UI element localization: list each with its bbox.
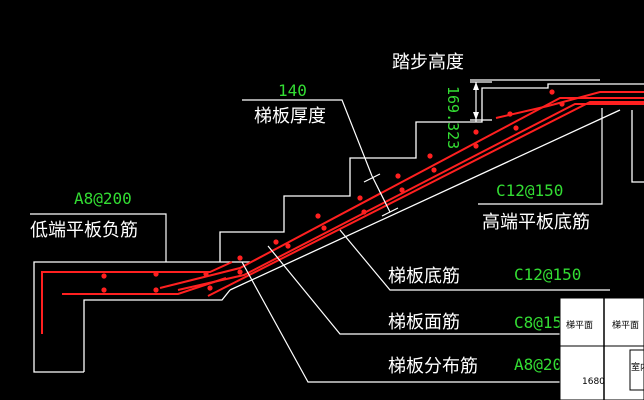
high-landing-bottom-rebar: [495, 91, 644, 119]
code-slab-dist: A8@20: [514, 355, 562, 374]
code-low-neg: A8@200: [74, 189, 132, 208]
low-landing-bottom-rebar: [62, 277, 227, 295]
code-high-bottom: C12@150: [496, 181, 563, 200]
rebar-dot: [361, 209, 367, 215]
rebar-dot: [321, 225, 327, 231]
rebar-group: [41, 91, 644, 334]
leader-lines: [30, 79, 610, 383]
rebar-dot: [427, 153, 433, 159]
label-slab-dist: 梯板分布筋: [388, 356, 478, 377]
inset-table: 梯平面 梯平面 1680 室内: [559, 297, 644, 400]
low-landing-slab-edge: [33, 261, 250, 373]
inset-cell-3: 1680: [582, 377, 605, 387]
stair-bottom-rebar: [207, 101, 644, 297]
leader-slab-thickness: [242, 99, 373, 177]
rebar-dot: [207, 285, 213, 291]
rebar-dot: [431, 167, 437, 173]
low-landing-outline: [83, 289, 231, 372]
label-high-bottom: 高端平板底筋: [482, 212, 590, 233]
rebar-dot: [395, 173, 401, 179]
rebar-dot: [507, 111, 513, 117]
dim-step-height-value: 169.323: [444, 86, 462, 149]
concrete-outline: [33, 83, 644, 373]
distribution-bar-dots: [101, 89, 565, 293]
dimension-slab-thickness: [363, 173, 399, 217]
label-low-neg: 低端平板负筋: [30, 220, 138, 241]
leader-slab-top: [267, 245, 560, 335]
rebar-dot: [153, 287, 159, 293]
leader-slab-dist: [241, 261, 560, 383]
rebar-dot: [315, 213, 321, 219]
leader-high-bottom: [478, 108, 603, 205]
code-slab-top: C8@15: [514, 313, 562, 332]
rebar-dot: [273, 239, 279, 245]
rebar-dot: [101, 273, 107, 279]
rebar-dot: [513, 125, 519, 131]
rebar-dot: [473, 143, 479, 149]
leader-slab-bottom: [339, 229, 610, 291]
rebar-dot: [473, 129, 479, 135]
label-slab-bottom: 梯板底筋: [388, 266, 460, 287]
rebar-dot: [153, 271, 159, 277]
rebar-dot: [203, 271, 209, 277]
rebar-dot: [399, 187, 405, 193]
label-slab-top: 梯板面筋: [388, 312, 460, 333]
code-slab-bottom: C12@150: [514, 265, 581, 284]
rebar-dot: [285, 243, 291, 249]
leader-low-neg: [30, 213, 167, 262]
stair-soffit-line: [229, 109, 621, 291]
stair-top-rebar: [159, 97, 644, 289]
rebar-dot: [549, 89, 555, 95]
inset-cell-2: 梯平面: [612, 319, 639, 331]
stair-steps-outline: [219, 83, 644, 262]
inset-cell-1: 梯平面: [566, 319, 593, 331]
label-step-height: 踏步高度: [392, 52, 464, 73]
dim-slab-thickness-value: 140: [278, 81, 307, 100]
rebar-dot: [237, 255, 243, 261]
rebar-dot: [357, 195, 363, 201]
label-slab-thickness: 梯板厚度: [254, 106, 326, 127]
rebar-dot: [559, 101, 565, 107]
low-landing-negative-rebar: [41, 261, 233, 334]
high-landing-edge: [631, 110, 644, 183]
inset-cell-4: 室内: [631, 361, 644, 373]
rebar-dot: [101, 287, 107, 293]
rebar-dot: [237, 269, 243, 275]
dimension-step-height: [470, 81, 492, 122]
stair-inner-rebar: [177, 103, 644, 291]
